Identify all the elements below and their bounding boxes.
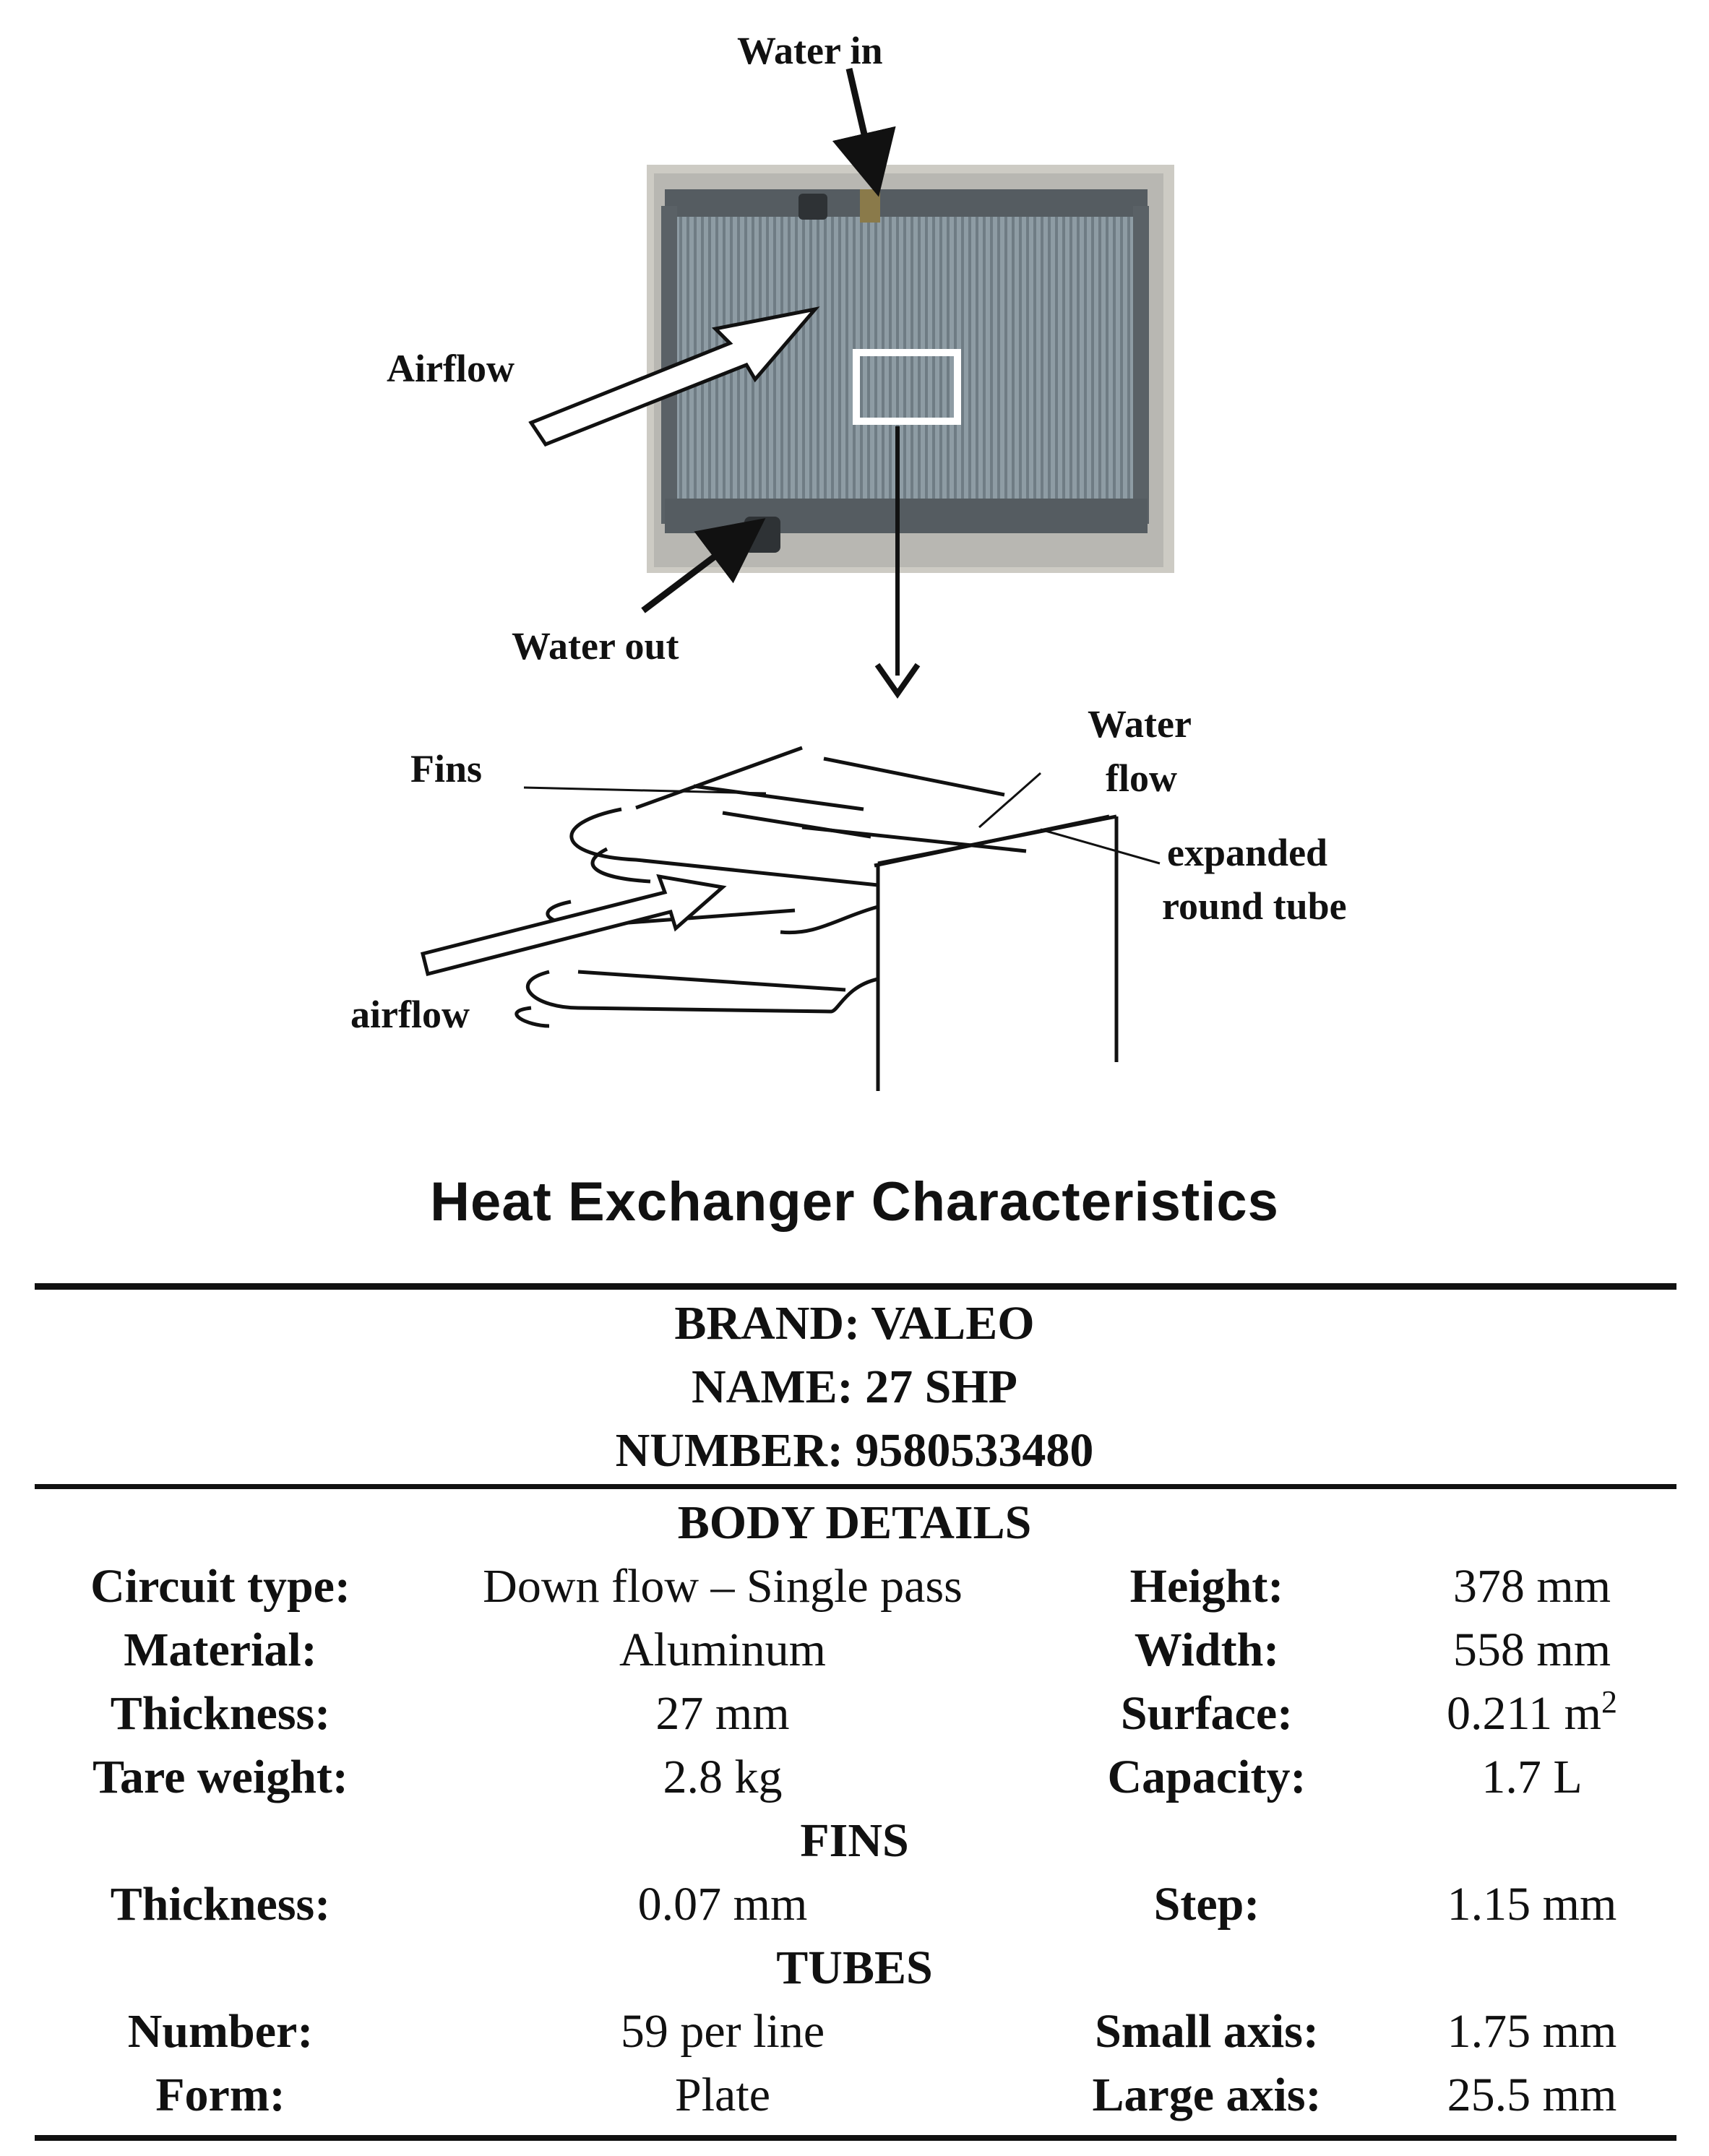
row-value: Down flow – Single pass (483, 1560, 963, 1613)
row-label: Tare weight: (92, 1751, 348, 1803)
row-value: Plate (675, 2069, 770, 2121)
fin-tube-schematic (515, 746, 1161, 1091)
row-value-2: 1.15 mm (1447, 1878, 1617, 1931)
row-label-2: Step: (1153, 1878, 1260, 1931)
table-row: Tare weight: 2.8 kg Capacity: 1.7 L (0, 1746, 1709, 1809)
table-bottom-rule (35, 2135, 1676, 2141)
brand-line: BRAND: VALEO (674, 1297, 1035, 1350)
identification-block: BRAND: VALEO NAME: 27 SHP NUMBER: 958053… (0, 1292, 1709, 1483)
tube-label-2: round tube (1162, 884, 1347, 928)
table-row: Thickness: 27 mm Surface: 0.211 m2 (0, 1682, 1709, 1746)
name-line: NAME: 27 SHP (692, 1361, 1017, 1413)
fins-label: Fins (410, 747, 482, 790)
row-value: 0.07 mm (637, 1878, 808, 1931)
row-label-2: Height: (1129, 1560, 1284, 1613)
detail-box (853, 349, 961, 425)
row-value-2: 1.75 mm (1447, 2005, 1617, 2058)
water-in-arrow (832, 67, 896, 197)
row-value-2: 25.5 mm (1447, 2069, 1617, 2121)
row-value-2: 378 mm (1452, 1560, 1611, 1613)
table-row: Material: Aluminum Width: 558 mm (0, 1618, 1709, 1682)
surface-exponent: 2 (1601, 1684, 1617, 1720)
row-label: Form: (155, 2069, 285, 2121)
row-label: Number: (127, 2005, 314, 2058)
airflow-bottom-label: airflow (350, 993, 470, 1036)
airflow-top-label: Airflow (387, 347, 515, 390)
table-row: Form: Plate Large axis: 25.5 mm (0, 2064, 1709, 2127)
airflow-arrow-bottom (420, 874, 727, 977)
section-fins: FINS (800, 1814, 909, 1867)
radiator-diagram: Water in Airflow Water out Fins Water fl… (350, 29, 1347, 1091)
row-label: Thickness: (110, 1687, 331, 1740)
water-flow-label-1: Water (1088, 702, 1192, 746)
tube-label-1: expanded (1167, 831, 1327, 874)
row-label-2: Surface: (1120, 1687, 1293, 1740)
radiator-photo (647, 165, 1174, 573)
row-label-2: Width: (1134, 1624, 1280, 1676)
water-in-label: Water in (737, 29, 883, 72)
row-label: Material: (124, 1624, 317, 1676)
row-label: Circuit type: (90, 1560, 350, 1613)
table-top-rule (35, 1283, 1676, 1290)
row-value-2: 0.211 m2 (1373, 1682, 1691, 1746)
table-row: Circuit type: Down flow – Single pass He… (0, 1555, 1709, 1618)
water-out-arrow (641, 518, 766, 613)
table-title: Heat Exchanger Characteristics (430, 1171, 1279, 1233)
water-flow-label-2: flow (1106, 756, 1177, 800)
detail-arrow-head (874, 663, 921, 699)
row-value: 59 per line (620, 2005, 825, 2058)
row-value-2: 1.7 L (1481, 1751, 1583, 1803)
section-tubes: TUBES (776, 1941, 933, 1994)
water-out-label: Water out (512, 624, 679, 668)
row-label: Thickness: (110, 1878, 331, 1931)
row-label-2: Small axis: (1095, 2005, 1319, 2058)
number-line: NUMBER: 9580533480 (615, 1424, 1094, 1477)
table-row: Thickness: 0.07 mm Step: 1.15 mm (0, 1873, 1709, 1936)
row-label-2: Large axis: (1092, 2069, 1322, 2121)
table-row: Number: 59 per line Small axis: 1.75 mm (0, 2000, 1709, 2064)
airflow-arrow-top (528, 306, 820, 447)
table-middle-rule (35, 1484, 1676, 1489)
surface-value: 0.211 m (1447, 1687, 1601, 1740)
row-value: Aluminum (619, 1624, 826, 1676)
row-label-2: Capacity: (1107, 1751, 1306, 1803)
row-value: 2.8 kg (663, 1751, 783, 1803)
section-body-details: BODY DETAILS (677, 1496, 1032, 1549)
row-value-2: 558 mm (1452, 1624, 1611, 1676)
row-value: 27 mm (655, 1687, 790, 1740)
